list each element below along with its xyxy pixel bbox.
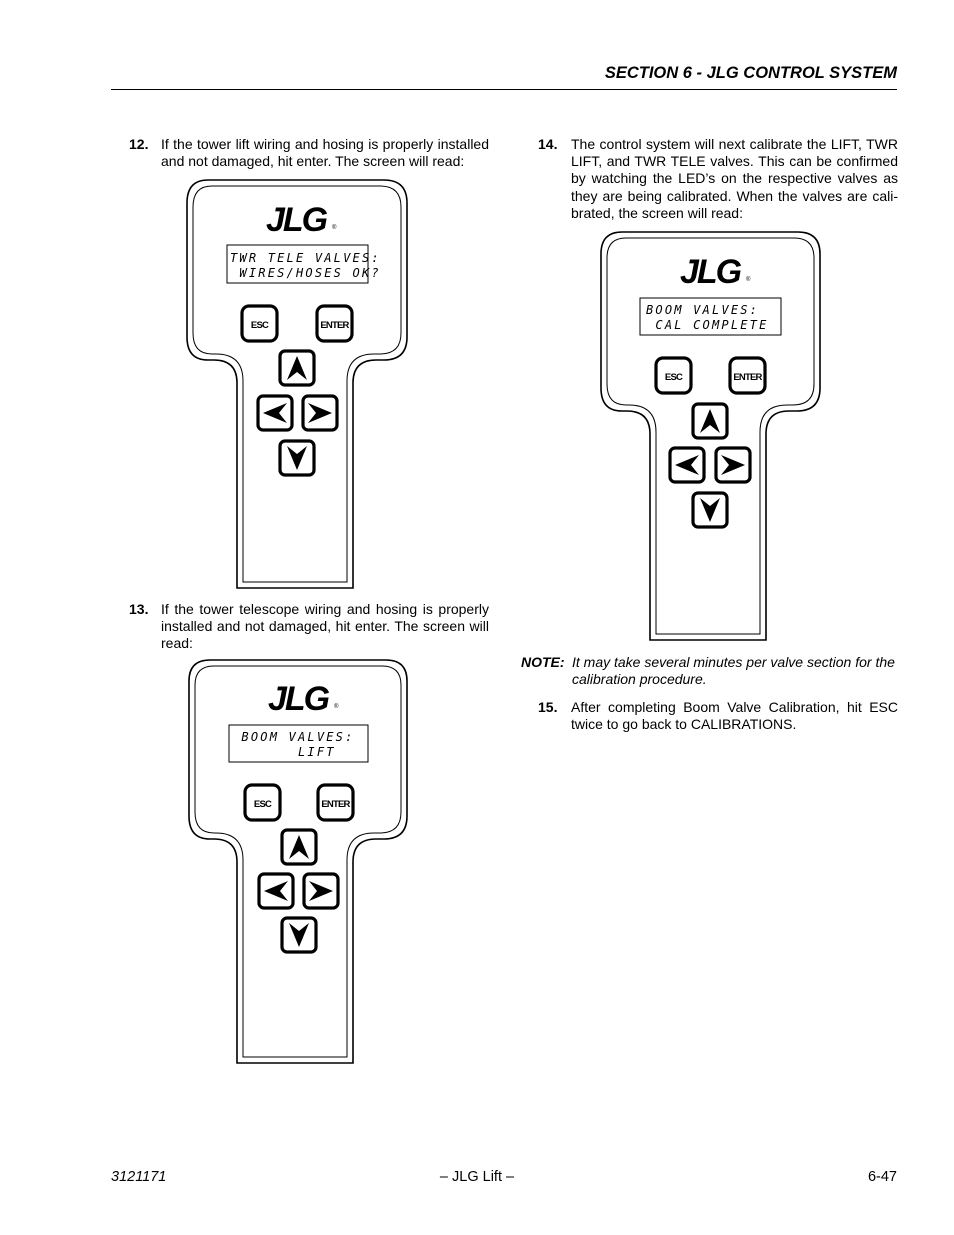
section-title: SECTION 6 - JLG CONTROL SYSTEM <box>604 64 897 82</box>
step-text: If the tower lift wiring and hosing is p… <box>161 136 489 170</box>
controller-illustration-3: JLG ® BOOM VALVES: CAL COMPLETE ESC ENTE… <box>600 231 822 642</box>
pendant-drawing: JLG ® BOOM VALVES: CAL COMPLETE ESC ENTE… <box>600 231 821 641</box>
right-arrow-icon <box>721 455 745 475</box>
up-arrow-icon <box>289 835 309 859</box>
left-arrow-button[interactable] <box>668 446 706 484</box>
jlg-logo: JLG <box>268 680 330 718</box>
up-arrow-icon <box>700 409 720 433</box>
registered-mark: ® <box>334 703 339 710</box>
left-arrow-button[interactable] <box>256 394 294 432</box>
step-number: 12. <box>129 136 149 152</box>
left-arrow-icon <box>263 403 287 423</box>
down-arrow-button[interactable] <box>278 439 316 477</box>
right-arrow-button[interactable] <box>714 446 752 484</box>
down-arrow-icon <box>700 498 720 522</box>
esc-button[interactable]: ESC <box>243 783 282 822</box>
up-arrow-icon <box>287 356 307 380</box>
up-arrow-button[interactable] <box>278 349 316 387</box>
note-label: NOTE: <box>521 654 565 670</box>
esc-label: ESC <box>251 320 269 331</box>
down-arrow-button[interactable] <box>691 491 729 529</box>
enter-button[interactable]: ENTER <box>316 783 355 822</box>
document-number: 3121171 <box>111 1169 167 1185</box>
lcd-screen <box>226 244 369 284</box>
lcd-line-2: LIFT <box>232 745 336 759</box>
down-arrow-icon <box>289 923 309 947</box>
enter-label: ENTER <box>320 320 349 331</box>
step-number: 13. <box>129 601 149 617</box>
up-arrow-button[interactable] <box>691 402 729 440</box>
footer-center-title: – JLG Lift – <box>439 1169 515 1185</box>
header-divider <box>111 89 897 90</box>
lcd-line-2: CAL COMPLETE <box>646 318 769 332</box>
lcd-line-1: TWR TELE VALVES: <box>230 251 381 265</box>
right-arrow-button[interactable] <box>301 394 339 432</box>
registered-mark: ® <box>332 224 337 231</box>
right-arrow-icon <box>309 881 333 901</box>
down-arrow-icon <box>287 446 307 470</box>
step-number: 15. <box>538 699 558 715</box>
step-text: After completing Boom Valve Calibration,… <box>571 699 898 733</box>
note-text: It may take several minutes per valve se… <box>572 654 895 688</box>
jlg-logo: JLG <box>680 253 742 291</box>
left-arrow-button[interactable] <box>257 872 295 910</box>
enter-button[interactable]: ENTER <box>728 356 767 395</box>
enter-label: ENTER <box>321 799 350 810</box>
esc-button[interactable]: ESC <box>240 304 279 343</box>
step-text: The control system will next calibrate t… <box>571 136 898 221</box>
enter-label: ENTER <box>733 372 762 383</box>
step-text: If the tower telescope wiring and hosing… <box>161 601 489 652</box>
esc-label: ESC <box>254 799 272 810</box>
right-arrow-icon <box>308 403 332 423</box>
lcd-line-1: BOOM VALVES: <box>646 303 759 317</box>
right-arrow-button[interactable] <box>302 872 340 910</box>
page-number: 6-47 <box>867 1169 897 1185</box>
lcd-screen <box>228 724 369 763</box>
esc-label: ESC <box>665 372 683 383</box>
esc-button[interactable]: ESC <box>654 356 693 395</box>
jlg-logo: JLG <box>266 201 328 239</box>
lcd-line-2: WIRES/HOSES OK? <box>230 266 381 280</box>
controller-illustration-2: JLG ® BOOM VALVES: LIFT ESC ENTER <box>188 659 410 1065</box>
lcd-line-1: BOOM VALVES: <box>232 730 355 744</box>
enter-button[interactable]: ENTER <box>315 304 354 343</box>
left-arrow-icon <box>264 881 288 901</box>
lcd-screen <box>639 297 782 336</box>
controller-illustration-1: JLG ® TWR TELE VALVES: WIRES/HOSES OK? E… <box>186 179 408 590</box>
step-number: 14. <box>538 136 558 152</box>
pendant-drawing: JLG ® BOOM VALVES: LIFT ESC ENTER <box>188 659 408 1064</box>
up-arrow-button[interactable] <box>280 828 318 866</box>
down-arrow-button[interactable] <box>280 916 318 954</box>
pendant-drawing: JLG ® TWR TELE VALVES: WIRES/HOSES OK? E… <box>186 179 408 589</box>
left-arrow-icon <box>675 455 699 475</box>
registered-mark: ® <box>746 276 751 283</box>
